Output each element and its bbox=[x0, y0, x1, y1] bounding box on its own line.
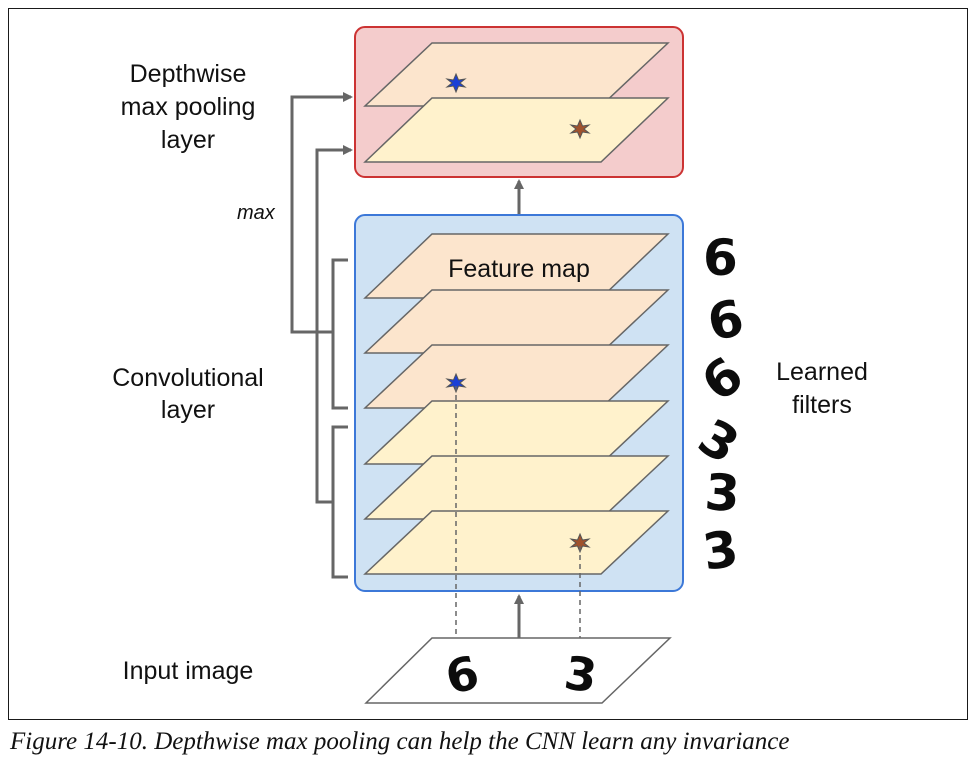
input-image-label: Input image bbox=[123, 657, 254, 685]
star-brown-conv bbox=[569, 532, 591, 554]
connector-three-to-pool bbox=[315, 145, 353, 504]
pooling-layer-label-line3: layer bbox=[161, 126, 215, 154]
pooling-layer-label-line2: max pooling bbox=[121, 93, 256, 121]
star-blue-conv bbox=[445, 372, 467, 394]
learned-filters-label-line1: Learned bbox=[776, 358, 868, 386]
learned-filters-label-line2: filters bbox=[792, 391, 852, 419]
bracket-three-maps bbox=[331, 425, 348, 579]
max-label: max bbox=[237, 202, 276, 224]
filter-digit-6: 3 bbox=[699, 520, 742, 582]
filter-digit-2: 6 bbox=[703, 288, 749, 352]
pooling-layer-label-line1: Depthwise bbox=[130, 60, 247, 88]
filter-digit-5: 3 bbox=[703, 463, 742, 523]
pooling-map-bottom bbox=[363, 97, 670, 163]
filter-digit-3: 6 bbox=[691, 346, 754, 413]
input-image-plane bbox=[364, 637, 672, 704]
star-blue-pooling bbox=[445, 72, 467, 94]
star-brown-pooling bbox=[569, 118, 591, 140]
filter-digit-1: 6 bbox=[703, 229, 738, 287]
input-digit-3: 3 bbox=[561, 645, 600, 703]
feature-map-label: Feature map bbox=[448, 255, 590, 283]
bracket-six-maps bbox=[331, 258, 348, 410]
conv-layer-label-line2: layer bbox=[161, 396, 215, 424]
figure-caption: Figure 14-10. Depthwise max pooling can … bbox=[10, 728, 790, 755]
feature-map-3c bbox=[363, 510, 670, 575]
conv-layer-label-line1: Convolutional bbox=[112, 364, 264, 392]
connector-six-to-pool bbox=[290, 92, 353, 334]
